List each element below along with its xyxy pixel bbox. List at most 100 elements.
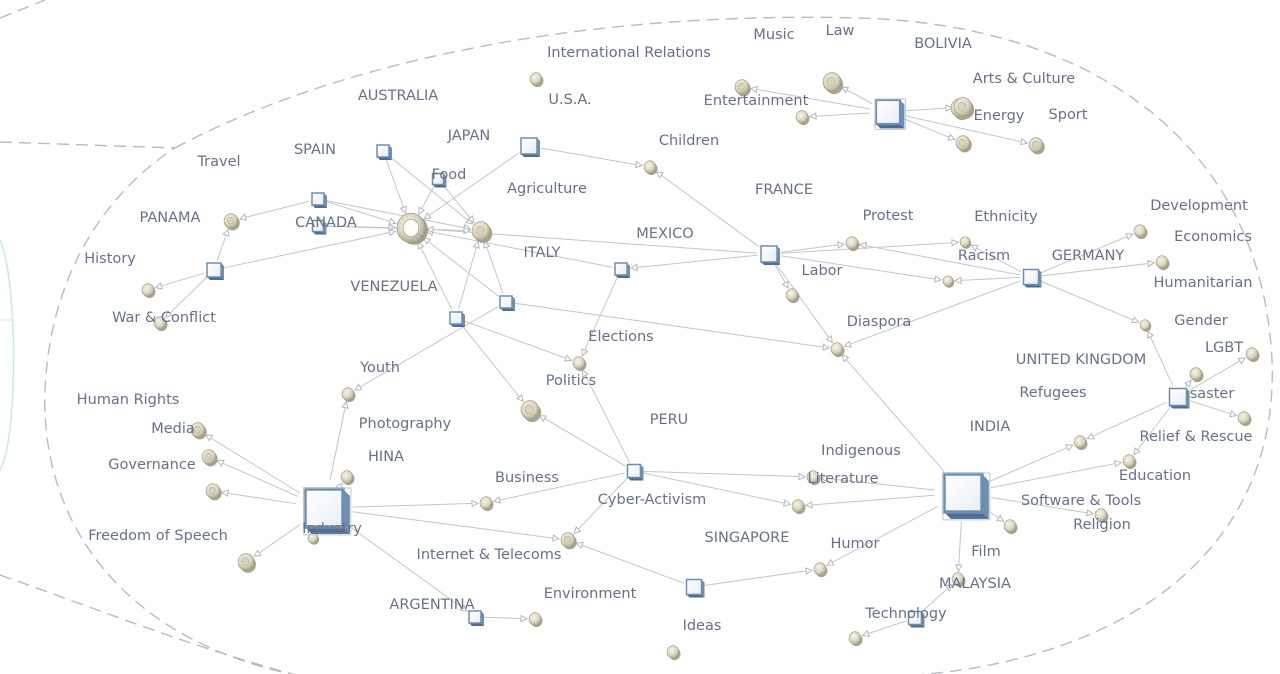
bolivia-country-node[interactable] [874, 98, 906, 130]
youth-label: Youth [359, 360, 400, 376]
edge-hub_c-canada_hub [423, 237, 500, 297]
bol-extra-topic-node[interactable] [795, 110, 810, 126]
edge-arrowhead [353, 383, 363, 391]
politics-topic-node[interactable] [520, 400, 542, 423]
edge-arrowhead [238, 213, 247, 221]
film-topic-node[interactable] [951, 572, 966, 588]
edge-arrowhead [819, 474, 828, 483]
law-n-topic-node[interactable] [953, 97, 975, 120]
malaysia-country-node[interactable] [907, 610, 925, 628]
world-topic-node[interactable] [223, 213, 240, 231]
technology-topic-node[interactable] [848, 631, 863, 647]
indigenous-topic-node[interactable] [806, 470, 821, 486]
edge-arrowhead [1065, 444, 1074, 452]
economics-topic-node[interactable] [1155, 255, 1170, 271]
japan-country-node[interactable] [520, 137, 540, 157]
edge-hub_c-diaspora [514, 302, 830, 349]
literature-topic-node[interactable] [791, 499, 806, 515]
singapore-label: SINGAPORE [705, 530, 790, 546]
education-topic-node[interactable] [1122, 454, 1137, 470]
france-country-node[interactable] [760, 245, 780, 265]
freedom-of-speech-topic-node[interactable] [205, 483, 222, 501]
music-n-topic-node[interactable] [822, 72, 844, 95]
religion-topic-node[interactable] [1094, 508, 1109, 524]
ethnicity-topic-node[interactable] [959, 236, 972, 249]
history-topic-node[interactable] [141, 283, 156, 299]
sport2-topic-node[interactable] [237, 553, 256, 573]
lgbt-topic-node[interactable] [1245, 347, 1260, 363]
lgbt2-topic-node[interactable] [1189, 367, 1204, 383]
canada-hub-topic-node[interactable] [396, 212, 428, 245]
software-tools-topic-node[interactable] [1003, 519, 1018, 535]
gender-topic-node[interactable] [1139, 319, 1152, 332]
governance-topic-node[interactable] [201, 449, 218, 467]
relief-rescue-topic-node[interactable] [1073, 435, 1088, 451]
hub-a-country-node[interactable] [311, 192, 327, 208]
italy-label: ITALY [524, 245, 561, 261]
edge-arrowhead [655, 171, 664, 179]
agriculture-topic-node[interactable] [471, 221, 493, 244]
india-country-node[interactable] [942, 472, 991, 521]
diaspora-topic-node[interactable] [830, 342, 845, 358]
elections-topic-node[interactable] [572, 356, 587, 372]
protest-topic-node[interactable] [845, 236, 860, 252]
racism-topic-node[interactable] [942, 275, 955, 288]
youth-topic-node[interactable] [341, 387, 356, 403]
argentina-label: ARGENTINA [389, 597, 474, 613]
media-label: Media [151, 421, 195, 437]
labor-topic-node[interactable] [785, 288, 800, 304]
argentina-country-node[interactable] [468, 610, 484, 626]
international-relations-topic-node[interactable] [529, 72, 544, 88]
edge-india-religion [991, 496, 1094, 515]
united-kingdom-country-node[interactable] [1168, 387, 1190, 409]
internet-telecoms-topic-node[interactable] [560, 532, 577, 550]
hub-c-country-node[interactable] [499, 295, 515, 311]
edge-arrowhead [581, 348, 589, 357]
disaster-topic-node[interactable] [1237, 411, 1252, 427]
environment-topic-node[interactable] [528, 612, 543, 628]
business-topic-node[interactable] [479, 496, 494, 512]
edge-bolivia-energy [904, 118, 955, 141]
children-topic-node[interactable] [643, 160, 658, 176]
humor-label: Humor [830, 536, 879, 552]
software-tools-label: Software & Tools [1021, 493, 1141, 509]
edge-arrowhead [1131, 316, 1140, 324]
war-conflict-topic-node[interactable] [153, 316, 168, 332]
human-rights-label: Human Rights [77, 392, 180, 408]
business-label: Business [495, 470, 559, 486]
edge-bolivia-entertainment [750, 88, 871, 110]
edge-arrowhead [520, 614, 529, 623]
edge-china-sport2 [253, 523, 301, 557]
spain-country-node[interactable] [376, 144, 392, 160]
germany-country-node[interactable] [1022, 268, 1042, 288]
entertainment-topic-node[interactable] [734, 79, 751, 97]
usa-label: U.S.A. [548, 92, 591, 108]
canada-country-node[interactable] [311, 219, 327, 235]
humor-topic-node[interactable] [813, 562, 828, 578]
ideas-topic-node[interactable] [666, 645, 681, 661]
war-conflict-label: War & Conflict [112, 310, 216, 326]
freedom-of-speech-label: Freedom of Speech [88, 528, 228, 544]
lgbt-label: LGBT [1205, 340, 1243, 356]
peru-country-node[interactable] [626, 463, 644, 481]
media-topic-node[interactable] [190, 422, 207, 440]
law-label: Law [826, 23, 855, 39]
photography-topic-node[interactable] [340, 470, 355, 486]
venezuela-country-node[interactable] [449, 311, 465, 327]
hub-b-country-node[interactable] [431, 172, 447, 188]
edge-arrowhead [425, 225, 434, 234]
mexico-label: MEXICO [636, 226, 693, 242]
edge-arrowhead [388, 217, 397, 225]
internet-telecoms-label: Internet & Telecoms [417, 547, 562, 563]
energy-topic-node[interactable] [955, 135, 972, 153]
edge-italy-canada_hub [426, 230, 613, 268]
singapore-country-node[interactable] [685, 578, 705, 598]
development-topic-node[interactable] [1133, 224, 1148, 240]
sport-topic-node[interactable] [1028, 137, 1045, 155]
italy-country-node[interactable] [614, 262, 630, 278]
china-country-node[interactable] [303, 487, 352, 536]
panama-country-node[interactable] [206, 262, 224, 280]
edge-arrowhead [861, 629, 870, 638]
industry-topic-node[interactable] [307, 532, 320, 545]
